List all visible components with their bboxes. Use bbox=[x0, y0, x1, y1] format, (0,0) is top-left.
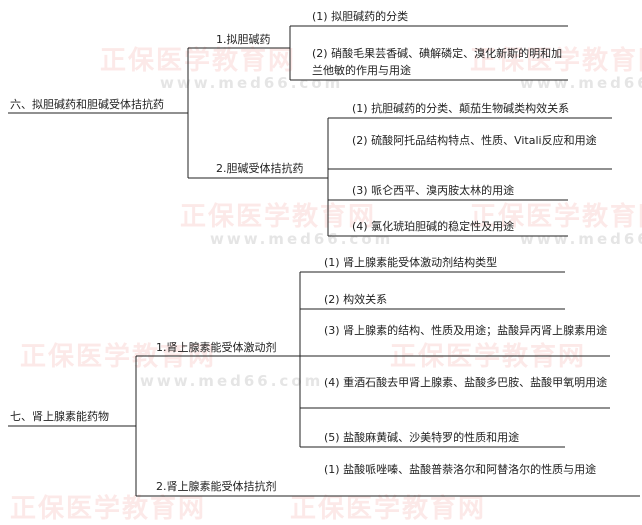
list-item: (1) 拟胆碱药的分类 bbox=[312, 10, 409, 23]
group-title: 1.拟胆碱药 bbox=[216, 33, 271, 46]
list-item: (3) 哌仑西平、溴丙胺太林的用途 bbox=[352, 184, 515, 197]
list-item: (1) 盐酸哌唑嗪、盐酸普萘洛尔和阿替洛尔的性质与用途 bbox=[324, 463, 597, 476]
group-title: 2.肾上腺素能受体拮抗剂 bbox=[156, 480, 277, 493]
list-item: (2) 硝酸毛果芸香碱、碘解磷定、溴化新斯的明和加兰他敏的作用与用途 bbox=[312, 47, 563, 77]
list-item: (4) 重酒石酸去甲肾上腺素、盐酸多巴胺、盐酸甲氧明用途 bbox=[324, 376, 608, 389]
list-item: (1) 抗胆碱药的分类、颠茄生物碱类构效关系 bbox=[352, 102, 570, 115]
list-item: (3) 肾上腺素的结构、性质及用途；盐酸异丙肾上腺素用途 bbox=[324, 324, 608, 337]
section-title: 七、肾上腺素能药物 bbox=[10, 410, 109, 423]
list-item: (2) 构效关系 bbox=[324, 293, 388, 306]
list-item: (1) 肾上腺素能受体激动剂结构类型 bbox=[324, 256, 498, 269]
list-item: (2) 硫酸阿托品结构特点、性质、Vitali反应和用途 bbox=[352, 134, 597, 147]
group-title: 2.胆碱受体拮抗药 bbox=[216, 162, 304, 175]
list-item: (5) 盐酸麻黄碱、沙美特罗的性质和用途 bbox=[324, 431, 520, 444]
group-title: 1.肾上腺素能受体激动剂 bbox=[156, 341, 277, 354]
list-item: (4) 氯化琥珀胆碱的稳定性及用途 bbox=[352, 220, 515, 233]
section-title: 六、拟胆碱药和胆碱受体拮抗药 bbox=[10, 98, 164, 111]
tree-connectors bbox=[8, 25, 640, 497]
